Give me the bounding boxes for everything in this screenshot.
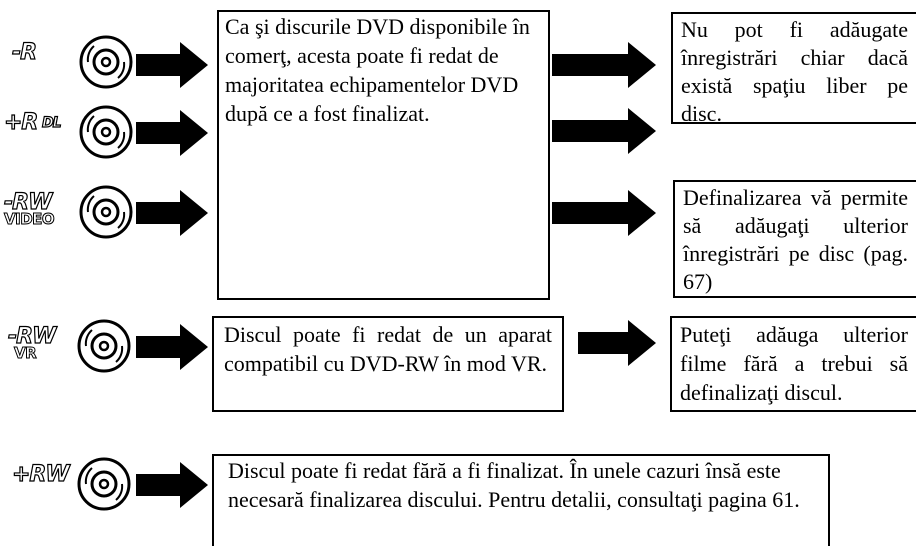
disc-icon (77, 319, 131, 373)
disc-format-label: +R (3, 110, 39, 135)
dvd-r-disc-icon: -R (11, 34, 133, 90)
disc-format-sublabel: VR (13, 344, 37, 362)
right-arrow-icon (136, 42, 208, 88)
disc-format-label: -RW (3, 190, 53, 215)
definalize-text: Definalizarea vă permite să adăugaţi ult… (683, 185, 908, 294)
disc-format-label: -R (11, 40, 37, 65)
disc-format-sublabel: VIDEO (3, 210, 55, 228)
plus-rw-info-box: Discul poate fi redat fără a fi finaliza… (212, 454, 830, 546)
disc-icon (77, 457, 131, 511)
right-arrow-icon (552, 42, 656, 88)
finalize-required-text: Ca şi discurile DVD disponibile în comer… (225, 14, 530, 126)
no-add-recordings-box: Nu pot fi adăugate înregistrări chiar da… (671, 12, 916, 126)
add-movies-box: Puteţi adăuga ulterior filme fără a treb… (670, 316, 916, 412)
disc-icon (79, 105, 133, 159)
plus-rw-info-text: Discul poate fi redat fără a fi finaliza… (228, 458, 800, 512)
right-arrow-icon (578, 320, 656, 366)
no-add-recordings-text: Nu pot fi adăugate înregistrări chiar da… (681, 17, 908, 126)
right-arrow-icon (136, 190, 208, 236)
disc-icon (79, 35, 133, 89)
vr-mode-text: Discul poate fi redat de un aparat compa… (224, 322, 552, 376)
right-arrow-icon (136, 462, 208, 508)
disc-format-label: -RW (7, 324, 57, 349)
dvd-plus-r-dl-disc-icon: +R DL (3, 104, 133, 160)
right-arrow-icon (136, 110, 208, 156)
disc-badge: DL (41, 115, 62, 131)
dvd-rw-video-disc-icon: -RW VIDEO (3, 184, 133, 240)
disc-format-label: +RW (11, 462, 70, 487)
definalize-box: Definalizarea vă permite să adăugaţi ult… (673, 180, 916, 298)
dvd-plus-rw-disc-icon: +RW (11, 456, 132, 512)
right-arrow-icon (136, 324, 208, 370)
add-movies-text: Puteţi adăuga ulterior filme fără a treb… (680, 322, 908, 405)
disc-icon (79, 185, 133, 239)
right-arrow-icon (552, 108, 656, 154)
right-arrow-icon (552, 190, 656, 236)
vr-mode-box: Discul poate fi redat de un aparat compa… (212, 316, 564, 412)
finalize-required-box: Ca şi discurile DVD disponibile în comer… (217, 10, 550, 300)
dvd-rw-vr-disc-icon: -RW VR (7, 318, 131, 374)
